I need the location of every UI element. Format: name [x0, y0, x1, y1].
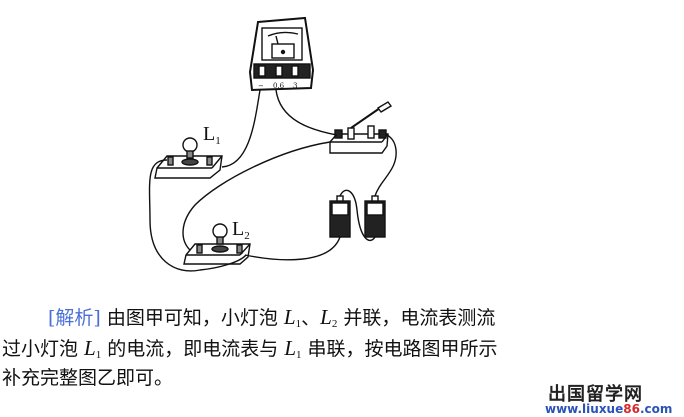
- bulb-l2: [183, 223, 251, 265]
- text-segment: 过小灯泡: [2, 338, 85, 360]
- bulb-l1-label: L1: [203, 123, 221, 147]
- circuit-diagram: − 0.6 3 L1 L2: [148, 16, 397, 272]
- analysis-tag: [解析]: [48, 307, 101, 329]
- text-segment: 的电流，即电流表与: [101, 338, 285, 360]
- wires: [148, 89, 397, 272]
- bulb-l1: [154, 137, 223, 179]
- ammeter-terminal-neg: −: [258, 82, 264, 90]
- bulb-l2-label: L2: [232, 218, 250, 242]
- battery-2: [364, 195, 386, 238]
- ammeter: [248, 16, 315, 92]
- ammeter-terminal-3: 3: [293, 82, 297, 90]
- switch: [329, 101, 393, 154]
- analysis-line-3: 补充完整图乙即可。: [2, 367, 174, 389]
- var-l1: L1: [84, 336, 102, 361]
- battery-1: [329, 195, 351, 238]
- analysis-line-1: [解析] 由图甲可知，小灯泡 L1、L2 并联，电流表测流: [48, 305, 495, 336]
- text-segment: 并联，电流表测流: [337, 307, 496, 329]
- watermark-url: www.liuxue86.com: [545, 402, 673, 416]
- var-l1: L1: [283, 305, 302, 330]
- text-segment: 、: [301, 307, 321, 329]
- text-segment: 串联，按电路图甲所示: [301, 338, 498, 360]
- var-l2: L2: [320, 305, 338, 330]
- watermark-name: 出国留学网: [548, 384, 643, 405]
- var-l1: L1: [284, 336, 302, 361]
- text-segment: 由图甲可知，小灯泡: [106, 307, 284, 329]
- analysis-line-2: 过小灯泡 L1 的电流，即电流表与 L1 串联，按电路图甲所示: [2, 336, 498, 367]
- ammeter-terminal-06: 0.6: [273, 82, 285, 90]
